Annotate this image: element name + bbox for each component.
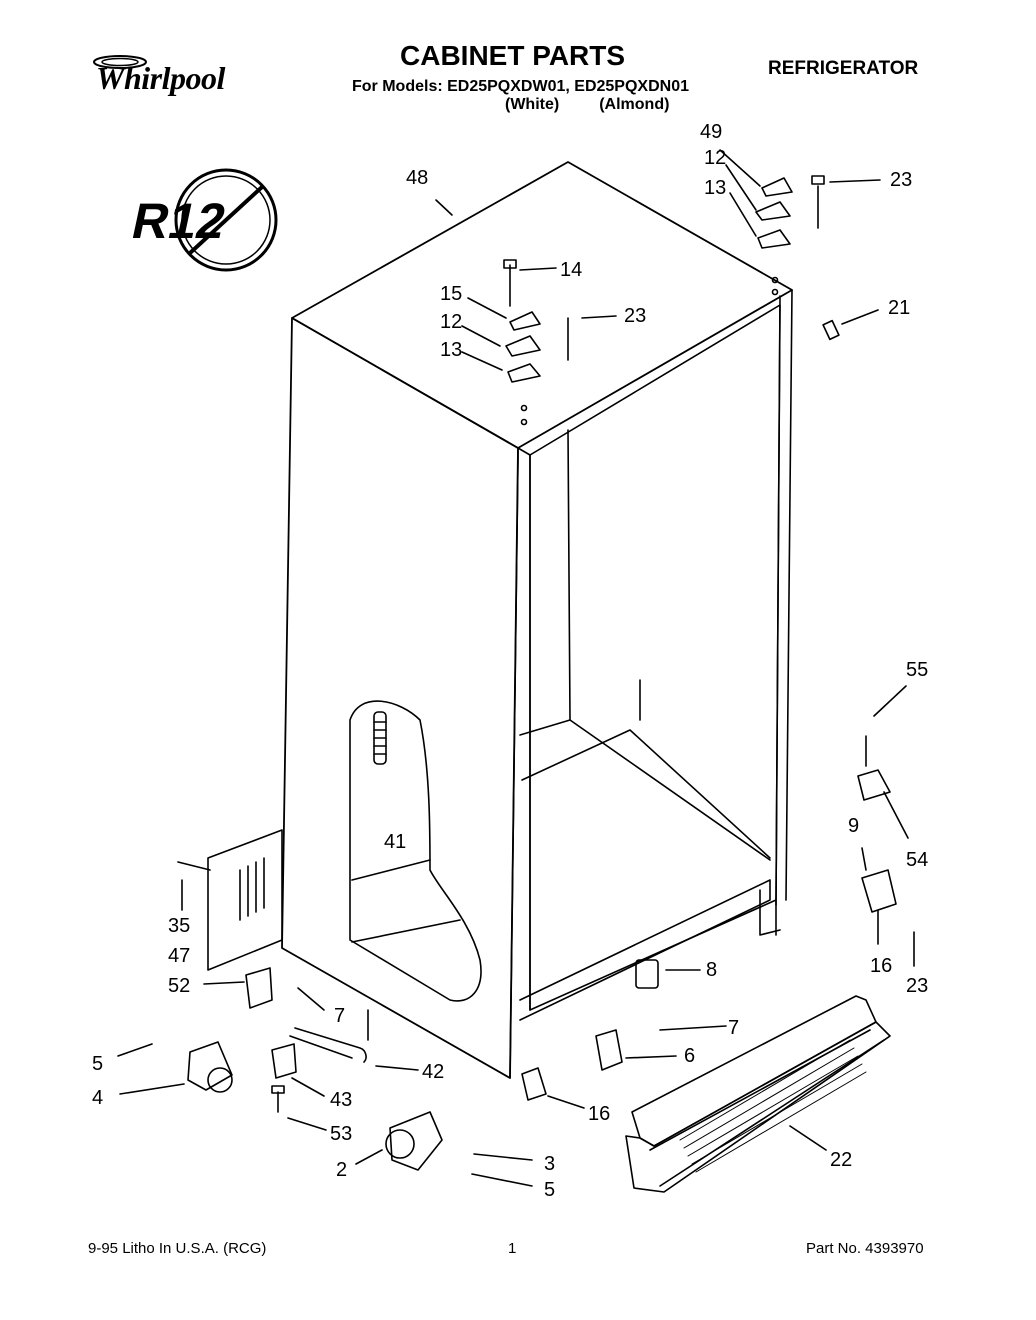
brand-name: Whirlpool: [96, 60, 225, 96]
callout-47: 47: [168, 945, 190, 967]
badge-text: R12: [127, 193, 231, 249]
product-name: REFRIGERATOR: [768, 58, 919, 79]
callout-12: 12: [440, 311, 462, 333]
compressor-panel: [177, 829, 283, 971]
clip-16-bottom: [521, 1067, 547, 1101]
callout-16: 16: [588, 1103, 610, 1125]
callout-49: 49: [700, 121, 722, 143]
no-r12-badge: R12: [127, 168, 278, 272]
callout-13: 13: [704, 177, 726, 199]
callout-48: 48: [406, 167, 428, 189]
top-left-hinge: [503, 259, 569, 426]
top-right-hinge: [755, 175, 825, 296]
models-line: For Models: ED25PQXDW01, ED25PQXDN01: [352, 78, 689, 95]
cabinet-body: [281, 161, 793, 1079]
whirlpool-logo: [93, 55, 147, 69]
callout-7: 7: [334, 1005, 345, 1027]
callout-42: 42: [422, 1061, 444, 1083]
callout-3: 3: [544, 1153, 555, 1175]
water-tube-42: [289, 1009, 369, 1063]
callout-5: 5: [92, 1053, 103, 1075]
callout-52: 52: [168, 975, 190, 997]
callout-14: 14: [560, 259, 582, 281]
callout-16: 16: [870, 955, 892, 977]
callout-6: 6: [684, 1045, 695, 1067]
callout-23: 23: [890, 169, 912, 191]
callout-21: 21: [888, 297, 910, 319]
callout-23: 23: [906, 975, 928, 997]
callout-41: 41: [384, 831, 406, 853]
callout-15: 15: [440, 283, 462, 305]
callout-35: 35: [168, 915, 190, 937]
bracket-6: [595, 1029, 623, 1071]
callout-43: 43: [330, 1089, 352, 1111]
litho-note: 9-95 Litho In U.S.A. (RCG): [88, 1240, 267, 1257]
callout-13: 13: [440, 339, 462, 361]
roller-2: [385, 1111, 443, 1171]
callout-5: 5: [544, 1179, 555, 1201]
page-number: 1: [508, 1240, 517, 1257]
callout-55: 55: [906, 659, 928, 681]
callout-12: 12: [704, 147, 726, 169]
water-coil: [373, 711, 387, 765]
callout-23: 23: [624, 305, 646, 327]
roller-4: [187, 1041, 233, 1093]
toe-grille: [625, 995, 891, 1193]
spacer-8: [635, 959, 659, 989]
callout-9: 9: [848, 815, 859, 837]
colors-line: (White) (Almond): [505, 96, 670, 113]
callout-8: 8: [706, 959, 717, 981]
callout-4: 4: [92, 1087, 103, 1109]
callout-7: 7: [728, 1017, 739, 1039]
callout-leaders: [117, 149, 915, 1187]
page-title: CABINET PARTS: [400, 40, 626, 71]
callout-22: 22: [830, 1149, 852, 1171]
plug-21: [822, 319, 840, 341]
part-number: Part No. 4393970: [806, 1240, 924, 1257]
callout-2: 2: [336, 1159, 347, 1181]
screw-53: [271, 1085, 285, 1113]
clamp-43: [271, 1043, 297, 1079]
callout-54: 54: [906, 849, 928, 871]
right-hinge-bracket: [857, 735, 897, 913]
hinge-bracket-52: [245, 967, 273, 1009]
callout-53: 53: [330, 1123, 352, 1145]
